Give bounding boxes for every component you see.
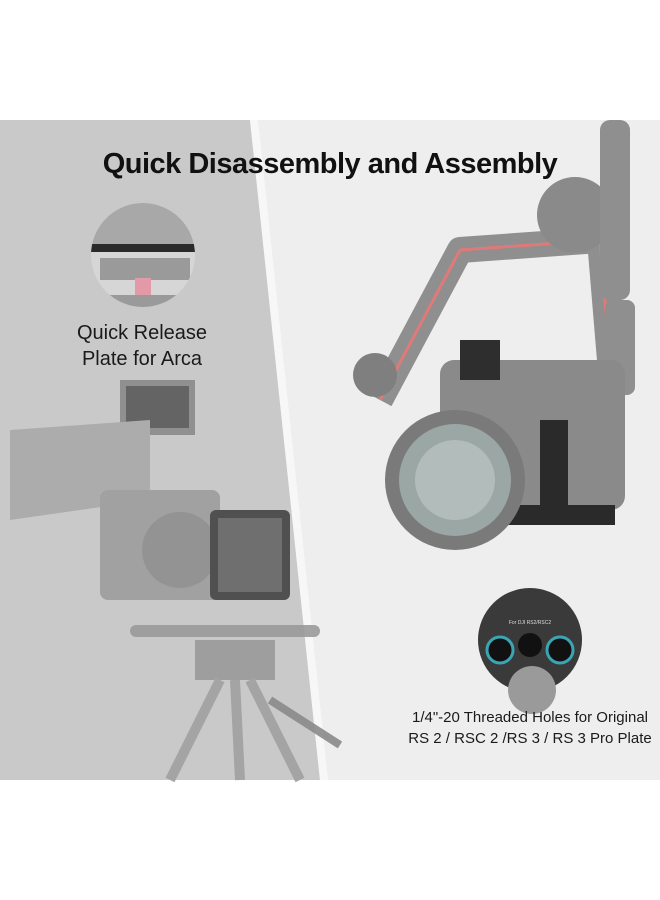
threaded-holes-inset: For DJI RS2/RSC2 [478,588,582,714]
caption-line: Quick Release [76,322,208,344]
quick-release-inset [91,203,195,307]
caption-line: 1/4"-20 Threaded Holes for Original [411,709,648,726]
threaded-holes-caption: 1/4"-20 Threaded Holes for Original RS 2… [395,707,660,749]
threaded-hole [545,635,575,665]
tripod-camera-rig [10,380,343,783]
left-panel-background [0,120,320,780]
panel-divider [250,120,328,780]
threaded-hole [485,635,515,665]
threaded-hole [518,633,542,657]
caption-line: RS 2 / RSC 2 /RS 3 / RS 3 Pro Plate [408,730,652,747]
caption-line: Plate for Arca [81,348,203,370]
quick-release-caption: Quick Release Plate for Arca [62,320,222,372]
gimbal-camera-rig [353,120,635,550]
page-title: Quick Disassembly and Assembly [102,148,558,180]
inset-label: For DJI RS2/RSC2 [509,620,551,626]
